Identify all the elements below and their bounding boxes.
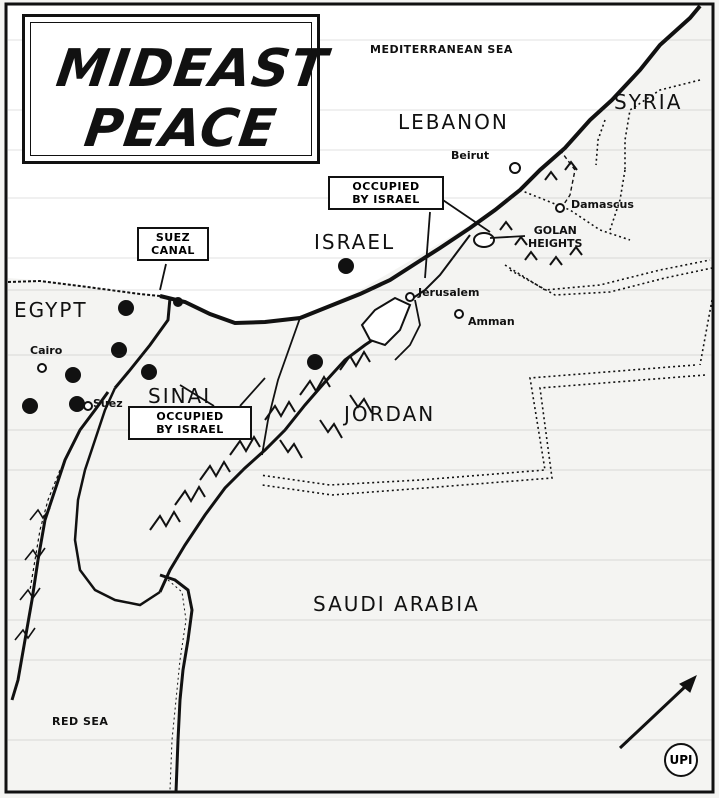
label-amman: Amman: [468, 315, 515, 328]
label-jerusalem: Jerusalem: [418, 286, 480, 299]
title-line-1: MIDEAST: [52, 39, 332, 99]
leader-lines: [159, 195, 526, 407]
callout-occupied-golan-line1: OCCUPIED: [352, 180, 420, 193]
label-lebanon: LEBANON: [398, 110, 509, 134]
dead-sea: [360, 296, 412, 347]
map-symbols: [22, 258, 354, 414]
sea-of-galilee: [473, 232, 495, 248]
suez-canal-line: [113, 297, 172, 389]
gulf-of-aqaba: [158, 333, 381, 593]
label-damascus: Damascus: [571, 198, 634, 211]
callout-suez-canal: SUEZ CANAL: [137, 227, 209, 261]
callout-occupied-sinai-line1: OCCUPIED: [156, 410, 224, 423]
label-suez: Suez: [93, 397, 123, 410]
marker-jerusalem: [405, 292, 415, 302]
levant-coastline: [159, 4, 702, 326]
callout-occupied-golan-line2: BY ISRAEL: [352, 193, 420, 206]
callout-suez-canal-line1: SUEZ: [155, 231, 191, 244]
label-beirut: Beirut: [451, 149, 490, 162]
label-jordan: JORDAN: [344, 402, 436, 426]
upi-credit-badge: UPI: [664, 743, 698, 777]
golan-heights-line1: GOLAN: [533, 224, 577, 237]
golan-heights-line2: HEIGHTS: [528, 237, 583, 250]
callout-occupied-golan: OCCUPIED BY ISRAEL: [328, 176, 444, 210]
label-sinai: SINAI: [148, 384, 212, 408]
label-red-sea: RED SEA: [52, 715, 109, 728]
label-saudi-arabia: SAUDI ARABIA: [313, 592, 480, 616]
city-markers: [37, 162, 565, 411]
marker-damascus: [555, 203, 565, 213]
marker-cairo: [37, 363, 47, 373]
egypt-red-sea-coast: [10, 391, 110, 701]
gulf-of-suez: [73, 387, 161, 607]
marker-beirut: [509, 162, 521, 174]
label-israel: ISRAEL: [314, 230, 396, 254]
title-inner-frame: [30, 22, 312, 156]
marker-suez: [83, 401, 93, 411]
label-cairo: Cairo: [30, 344, 63, 357]
jordan-river: [409, 234, 471, 301]
sinai-mountain-hatching: [149, 350, 373, 531]
callout-suez-canal-line2: CANAL: [151, 244, 195, 257]
label-mediterranean-sea: MEDITERRANEAN SEA: [370, 43, 513, 56]
title-line-2: PEACE: [80, 99, 281, 159]
callout-occupied-sinai-line2: BY ISRAEL: [156, 423, 224, 436]
border-dotted: [259, 79, 713, 496]
egypt-coastline: [7, 279, 161, 297]
callout-occupied-sinai: OCCUPIED BY ISRAEL: [128, 406, 252, 440]
saudi-red-sea-coast: [159, 573, 194, 793]
north-arrow: [618, 674, 697, 750]
marker-amman: [454, 309, 464, 319]
golan-hatching: [499, 160, 583, 266]
title-box: MIDEAST PEACE: [22, 14, 331, 164]
israel-jordan-border: [261, 317, 301, 456]
label-egypt: EGYPT: [14, 298, 88, 322]
nile-hatching: [14, 507, 51, 641]
label-golan-heights: GOLAN HEIGHTS: [528, 224, 582, 250]
label-syria: SYRIA: [614, 90, 683, 114]
